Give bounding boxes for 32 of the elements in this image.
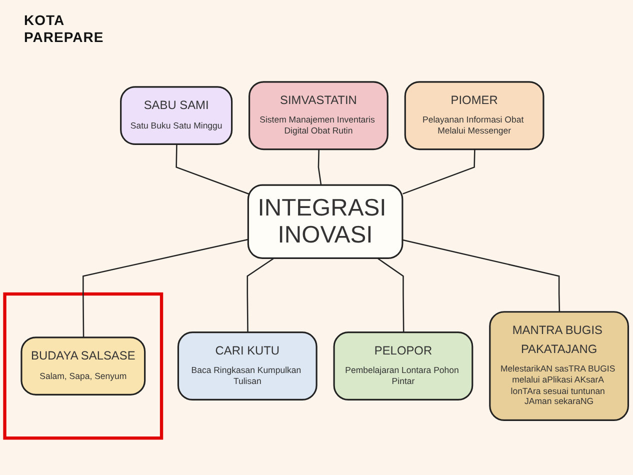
rounded-box (177, 332, 318, 401)
card-description: Satu Buku Satu Minggu (130, 121, 222, 132)
card-description: Sistem Manajemen Inventaris Digital Obat Rutin (258, 115, 376, 138)
hub-title: INTEGRASI INOVASI (258, 194, 388, 248)
rounded-box (404, 81, 544, 150)
card-description: Pembelajaran Lontara Pohon Pintar (344, 366, 460, 388)
card-description: Baca Ringkasan Kumpulkan Tulisan (190, 366, 302, 388)
connector-line (176, 144, 249, 194)
card-title: MANTRA BUGIS PAKATAJANG (512, 324, 604, 356)
card-description: Salam, Sapa, Senyum (40, 372, 127, 383)
connector-line (246, 258, 274, 333)
connector-line (82, 238, 249, 338)
rounded-box (333, 332, 474, 401)
header-label: KOTA PAREPARE (24, 12, 104, 46)
rounded-box (20, 336, 146, 396)
card-description: MelestarikAN sasTRA BUGIS melalui aPlikasi AKsarA lonTAra sesuai tuntunan JAman sekaraNG (499, 364, 616, 408)
card-title: BUDAYA SALSASE (31, 349, 136, 363)
highlight-frame (3, 292, 164, 440)
rounded-box (489, 311, 630, 421)
rounded-box (120, 86, 233, 146)
connector-line (318, 150, 322, 186)
hub-box (247, 184, 404, 259)
connector-line (378, 258, 404, 333)
card-title: PELOPOR (374, 344, 432, 358)
card-description: Pelayanan Informasi Obat Melalui Messenger (422, 115, 525, 138)
card-title: SABU SAMI (144, 98, 209, 112)
connector-line (402, 150, 476, 194)
card-title: CARI KUTU (215, 344, 280, 358)
card-title: SIMVASTATIN (280, 94, 357, 108)
rounded-box (248, 81, 388, 150)
card-title: PIOMER (450, 94, 498, 108)
connector-line (402, 239, 560, 312)
